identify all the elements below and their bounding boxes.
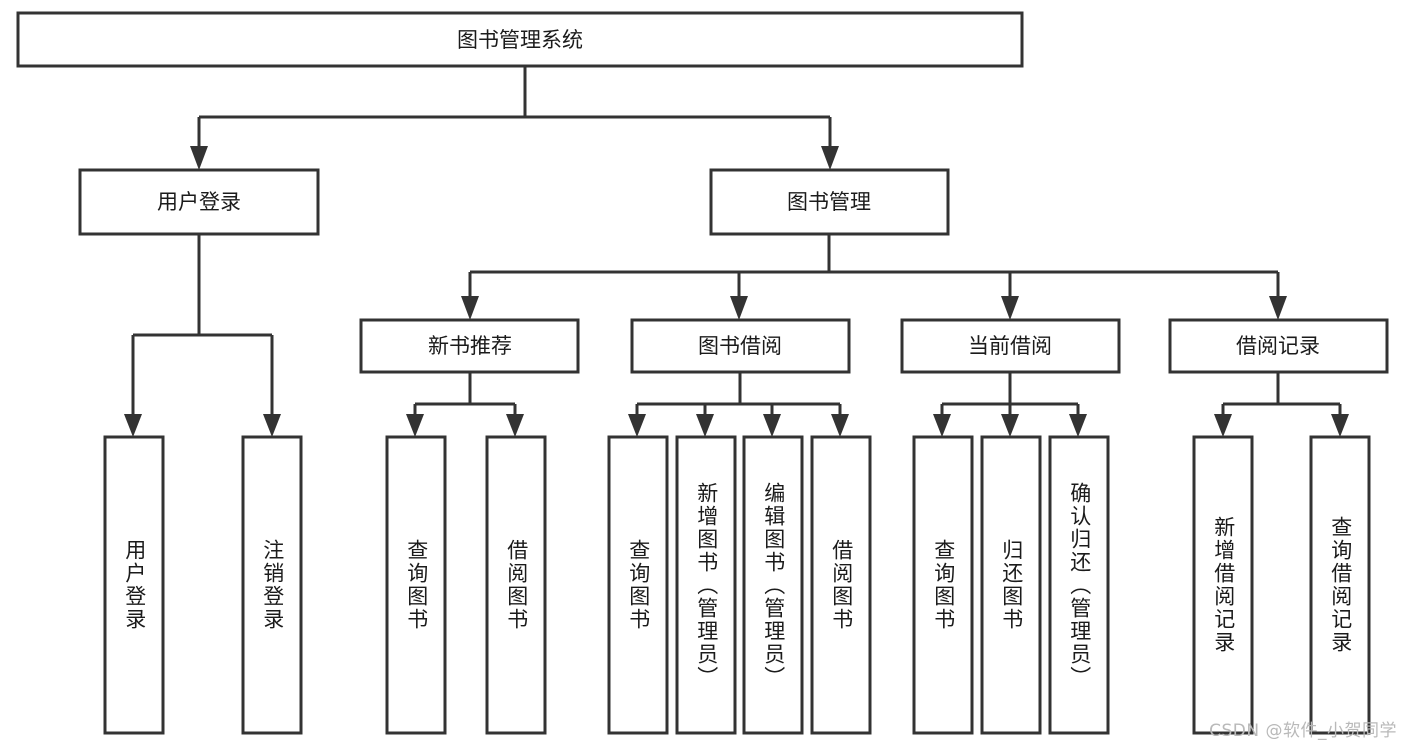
borrow-record-box[interactable]	[1168, 318, 1389, 374]
node-user-login[interactable]: 用户登录	[78, 168, 320, 236]
book-borrow-label: 图书借阅	[698, 334, 782, 358]
arrowhead-book-manage	[821, 146, 839, 170]
connector-book-manage-to-level2	[461, 234, 1287, 320]
leaf-box-current-borrow-1[interactable]	[912, 435, 974, 735]
arrowhead-user-login-leaf2	[263, 414, 281, 437]
book-manage-label: 图书管理	[787, 190, 871, 214]
current-borrow-box[interactable]	[900, 318, 1121, 374]
arrowhead-user-login	[190, 146, 208, 170]
connector-root-to-level1	[190, 66, 839, 170]
current-borrow-label: 当前借阅	[968, 334, 1052, 358]
new-book-recommend-box[interactable]	[359, 318, 580, 374]
leaf-box-book-borrow-1[interactable]	[607, 435, 669, 735]
root-box[interactable]	[16, 11, 1024, 68]
node-book-manage[interactable]: 图书管理	[709, 168, 950, 236]
arrowhead-new-book-leaf2	[506, 414, 524, 437]
connector-book-borrow-to-leaves	[628, 372, 849, 437]
node-new-book-recommend[interactable]: 新书推荐	[359, 318, 580, 374]
leaf-box-book-borrow-4[interactable]	[810, 435, 872, 735]
leaf-box-borrow-record-2[interactable]	[1309, 435, 1371, 735]
arrowhead-book-borrow-leaf2	[696, 414, 714, 437]
new-book-recommend-label: 新书推荐	[428, 334, 512, 358]
connector-user-login-to-leaves	[124, 234, 281, 437]
node-current-borrow[interactable]: 当前借阅	[900, 318, 1121, 374]
arrowhead-current-borrow-leaf2	[1001, 414, 1019, 437]
book-manage-box[interactable]	[709, 168, 950, 236]
arrowhead-book-borrow-leaf4	[831, 414, 849, 437]
root-label: 图书管理系统	[457, 28, 583, 52]
leaf-box-user-login-2[interactable]	[241, 435, 303, 735]
book-borrow-box[interactable]	[630, 318, 851, 374]
csdn-watermark: CSDN @软件_小贺同学	[1209, 721, 1397, 741]
user-login-label: 用户登录	[157, 190, 241, 214]
leaf-box-new-book-1[interactable]	[385, 435, 447, 735]
leaf-boxes	[103, 435, 1371, 735]
leaf-box-book-borrow-2[interactable]	[675, 435, 737, 735]
connector-new-book-to-leaves	[406, 372, 524, 437]
leaf-box-user-login-1[interactable]	[103, 435, 165, 735]
borrow-record-label: 借阅记录	[1236, 334, 1320, 358]
leaf-box-book-borrow-3[interactable]	[742, 435, 804, 735]
node-borrow-record[interactable]: 借阅记录	[1168, 318, 1389, 374]
connector-borrow-record-to-leaves	[1214, 372, 1349, 437]
arrowhead-new-book	[461, 296, 479, 320]
arrowhead-current-borrow	[1001, 296, 1019, 320]
arrowhead-borrow-record-leaf2	[1331, 414, 1349, 437]
arrowhead-user-login-leaf1	[124, 414, 142, 437]
arrowhead-book-borrow-leaf3	[763, 414, 781, 437]
arrowhead-current-borrow-leaf3	[1069, 414, 1087, 437]
leaf-box-new-book-2[interactable]	[485, 435, 547, 735]
arrowhead-book-borrow	[730, 296, 748, 320]
arrowhead-book-borrow-leaf1	[628, 414, 646, 437]
arrowhead-borrow-record-leaf1	[1214, 414, 1232, 437]
leaf-box-current-borrow-2[interactable]	[980, 435, 1042, 735]
leaf-box-current-borrow-3[interactable]	[1048, 435, 1110, 735]
leaf-box-borrow-record-1[interactable]	[1192, 435, 1254, 735]
arrowhead-current-borrow-leaf1	[933, 414, 951, 437]
node-book-borrow[interactable]: 图书借阅	[630, 318, 851, 374]
arrowhead-new-book-leaf1	[406, 414, 424, 437]
arrowhead-borrow-record	[1269, 296, 1287, 320]
node-root[interactable]: 图书管理系统	[16, 11, 1024, 68]
connector-current-borrow-to-leaves	[933, 372, 1087, 437]
